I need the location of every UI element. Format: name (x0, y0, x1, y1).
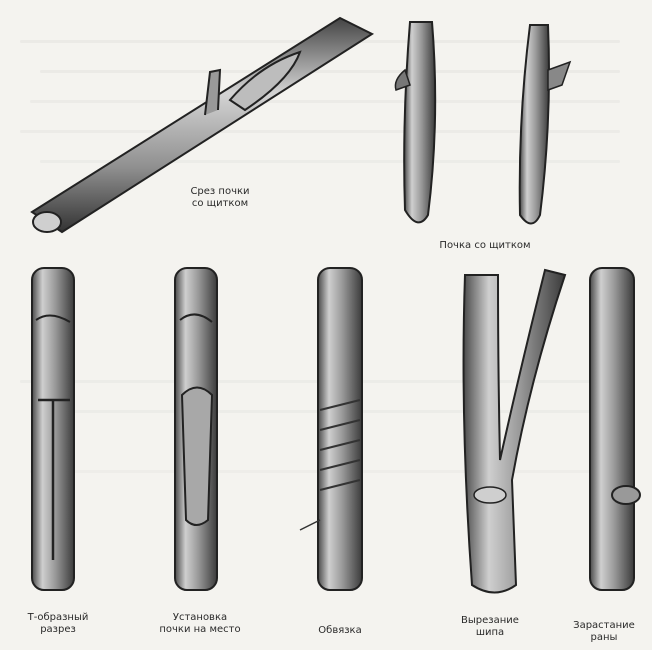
caption-spike-removal: Вырезание шипа (445, 615, 535, 639)
t-cut-stem (32, 268, 74, 590)
spike-removal-stem (464, 270, 565, 593)
caption-binding: Обвязка (300, 625, 380, 637)
bud-shield-drawing-1 (395, 22, 435, 222)
caption-wound-healing: Зарастание раны (558, 620, 650, 644)
caption-bud-insert: Установка почки на место (135, 612, 265, 636)
wound-healing-stem (590, 268, 640, 590)
binding-stem (300, 268, 362, 590)
caption-bud-cut: Срез почки со щитком (170, 186, 270, 210)
bud-shield-drawing-2 (520, 25, 570, 224)
bud-insert-stem (175, 268, 217, 590)
caption-t-cut: Т-образный разрез (8, 612, 108, 636)
caption-bud-shield: Почка со щитком (420, 240, 550, 252)
